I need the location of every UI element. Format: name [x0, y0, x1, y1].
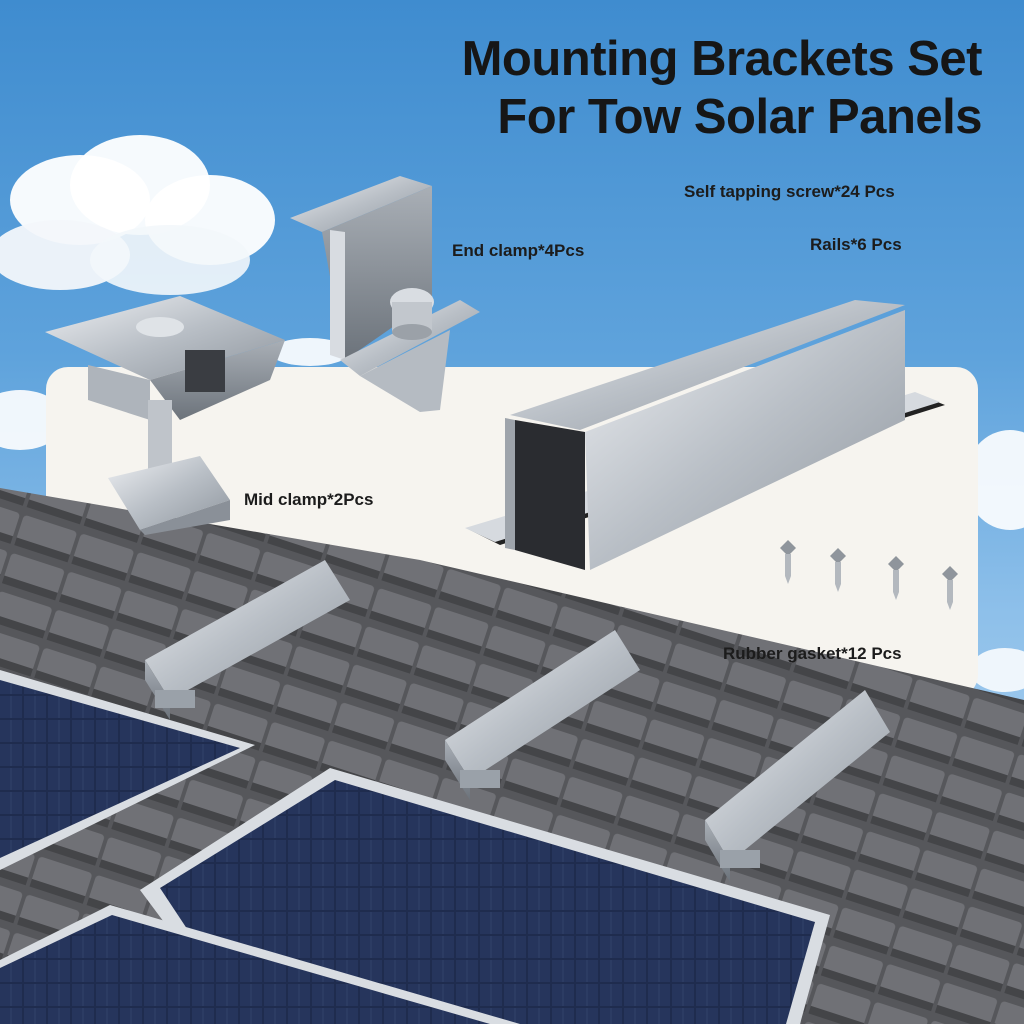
- solar-panels: [0, 670, 830, 1024]
- label-rails: Rails*6 Pcs: [810, 235, 902, 254]
- mid-clamp-product: [45, 296, 285, 535]
- rail-product: [465, 300, 945, 570]
- label-end-clamp: End clamp*4Pcs: [452, 241, 585, 260]
- label-rubber-gasket: Rubber gasket*12 Pcs: [723, 644, 902, 663]
- label-self-tapping-screw: Self tapping screw*24 Pcs: [684, 182, 895, 201]
- roof-rails: [145, 560, 890, 882]
- headline-line-1: Mounting Brackets Set: [461, 32, 983, 86]
- screws: [780, 540, 958, 610]
- clouds: [0, 135, 1024, 692]
- headline-line-2: For Tow Solar Panels: [497, 90, 982, 144]
- label-mid-clamp: Mid clamp*2Pcs: [244, 490, 374, 509]
- headline: Mounting Brackets Set For Tow Solar Pane…: [461, 30, 983, 146]
- end-clamp-product: [290, 176, 480, 412]
